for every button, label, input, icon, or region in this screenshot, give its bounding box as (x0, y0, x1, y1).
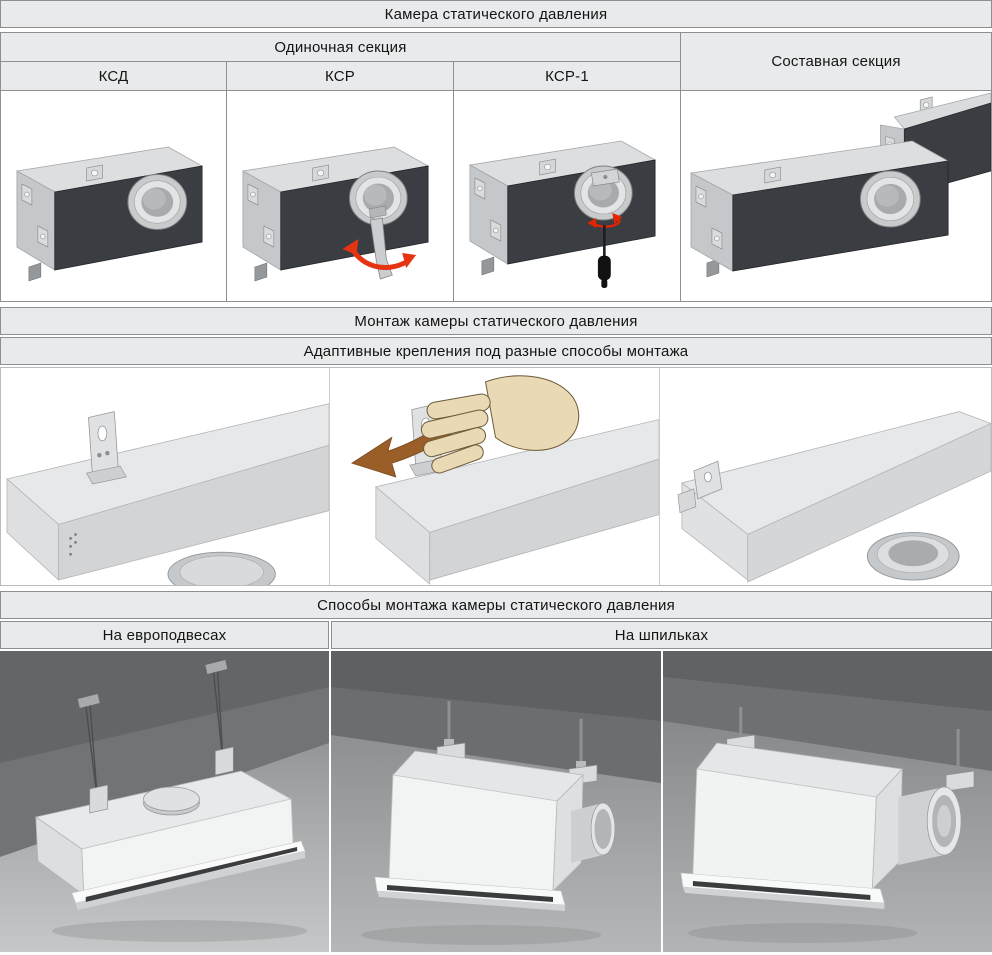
ksr-plenum-box (241, 146, 430, 282)
sections-table: Одиночная секция Составная секция КСД КС… (0, 32, 992, 302)
bracket-view-3 (660, 368, 991, 585)
duct-collar (571, 802, 616, 863)
ksd-plenum-box (15, 146, 204, 282)
suspension-wires (85, 666, 225, 804)
page-title: Камера статического давления (0, 0, 992, 28)
model-header-ksr1: КСР-1 (454, 62, 680, 90)
duct-collar (859, 170, 921, 228)
adaptive-subtitle: Адаптивные крепления под разные способы … (0, 337, 992, 365)
screwdriver-icon (597, 225, 611, 288)
ksr1-illustration (454, 91, 680, 301)
duct-collar (127, 174, 188, 230)
composite-section-header: Составная секция (681, 33, 991, 90)
slot-diffuser (680, 872, 885, 909)
bracket-view-2-hand (330, 368, 660, 585)
duct-collar (167, 551, 276, 585)
methods-subheaders: На европодвесах На шпильках (0, 621, 992, 649)
ceiling-surface (663, 651, 992, 771)
mounting-bracket (677, 460, 723, 514)
ksd-illustration (1, 91, 226, 301)
slot-diffuser (374, 876, 566, 911)
composite-illustration (681, 91, 991, 301)
euro-hangers-photo (0, 651, 329, 952)
studs-photo-2 (663, 651, 992, 952)
mounting-bracket (85, 411, 127, 485)
studs-header: На шпильках (331, 621, 992, 649)
duct-collar (898, 786, 962, 865)
euro-hangers-header: На европодвесах (0, 621, 329, 649)
rivet-holes (69, 533, 77, 556)
duct-collar (143, 786, 200, 816)
ceiling-surface (331, 651, 661, 783)
model-header-ksd: КСД (1, 62, 226, 90)
rotation-arrow-icon (587, 213, 623, 228)
methods-title: Способы монтажа камеры статического давл… (0, 591, 992, 619)
mounting-photos-row (0, 651, 992, 952)
slot-diffuser (71, 840, 306, 910)
threaded-studs (739, 707, 960, 779)
duct-collar (866, 531, 960, 581)
ksr-illustration (227, 91, 453, 301)
adaptive-mounting-row (0, 367, 992, 586)
bracket-view-1 (1, 368, 330, 585)
duct-collar (348, 170, 408, 226)
model-header-ksr: КСР (227, 62, 453, 90)
damper-handle (369, 217, 393, 280)
studs-photo-1 (331, 651, 661, 952)
hand-icon (420, 375, 580, 474)
montage-title: Монтаж камеры статического давления (0, 307, 992, 335)
rotation-arrow-icon (342, 239, 417, 271)
composite-plenum-box (689, 92, 991, 278)
single-section-header: Одиночная секция (1, 33, 680, 61)
ksr1-plenum-box (468, 140, 657, 288)
